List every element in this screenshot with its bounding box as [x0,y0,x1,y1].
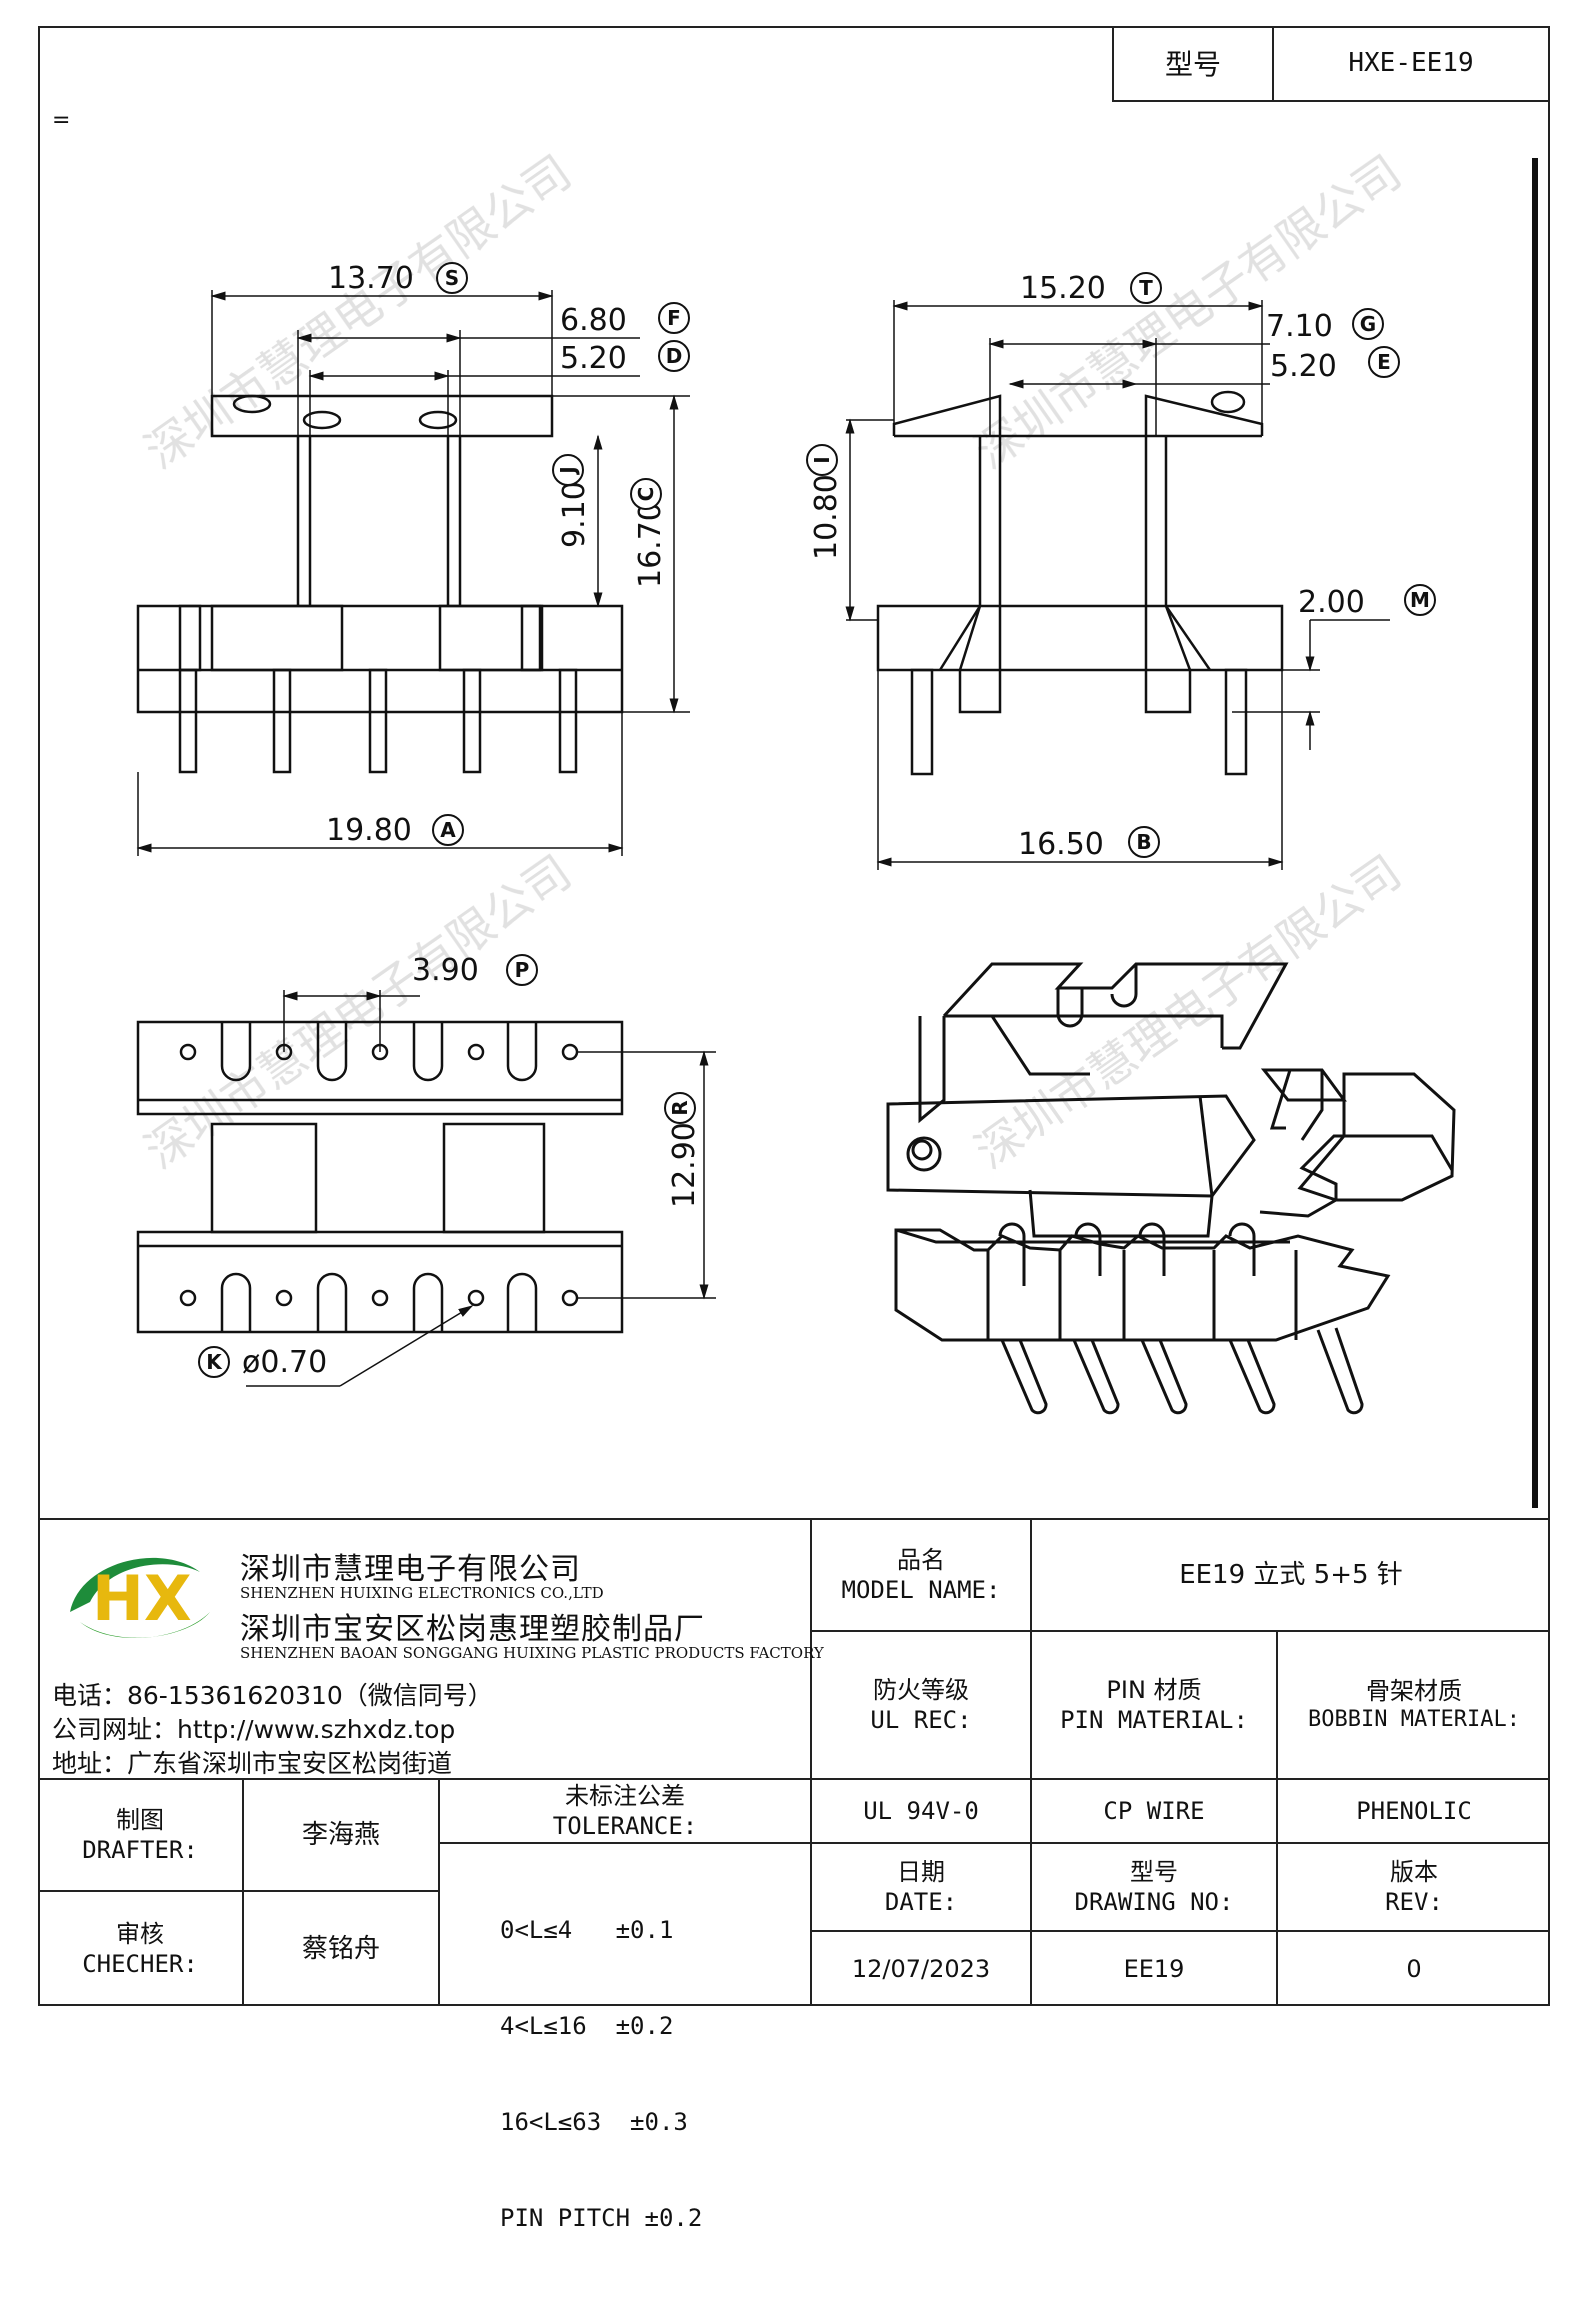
dim-D-value: 5.20 [560,341,627,376]
dim-J-value: 9.10 [557,481,592,548]
bobbin-header: 骨架材质 BOBBIN MATERIAL: [1278,1632,1550,1778]
model-label: 型号 [1114,26,1274,100]
drafter-en: DRAFTER: [82,1836,198,1864]
checker-name: 蔡铭舟 [301,1933,380,1964]
drawing-no-en: DRAWING NO: [1074,1888,1234,1916]
drafter-header: 制图 DRAFTER: [38,1780,242,1890]
date-cn: 日期 [897,1858,945,1886]
pin-header: PIN 材质 PIN MATERIAL: [1032,1632,1276,1778]
dim-B-value: 16.50 [1018,827,1104,862]
checker-cn: 审核 [116,1920,164,1948]
dim-E-value: 5.20 [1270,349,1337,384]
corner-mark: = [52,108,71,133]
watermark-3: 深圳市慧理电子有限公司 [135,845,580,1179]
model-name-header: 品名 MODEL NAME: [812,1520,1030,1630]
technical-drawing: 深圳市慧理电子有限公司 深圳市慧理电子有限公司 深圳市慧理电子有限公司 深圳市慧… [135,145,1456,1415]
company-name-cn: 深圳市慧理电子有限公司 [240,1552,581,1587]
dim-S-letter: S [445,266,459,290]
dim-F-value: 6.80 [560,303,627,338]
bobbin-value: PHENOLIC [1356,1797,1472,1825]
rev-en: REV: [1385,1888,1443,1916]
rev-cn: 版本 [1390,1858,1438,1886]
date-value: 12/07/2023 [851,1955,991,1983]
margin-line [1532,158,1538,1508]
company-name-en: SHENZHEN HUIXING ELECTRONICS CO.,LTD [240,1584,604,1602]
ul-header: 防火等级 UL REC: [812,1632,1030,1778]
tolerance-cn: 未标注公差 [565,1782,685,1810]
tolerance-en: TOLERANCE: [552,1812,698,1840]
dim-G-value: 7.10 [1266,309,1333,344]
drawing-no-cn: 型号 [1130,1858,1178,1886]
phone: 电话：86-15361620310（微信同号） [52,1681,493,1710]
drawing-frame [38,26,1550,2006]
dim-T-value: 15.20 [1020,271,1106,306]
rev-header: 版本 REV: [1278,1844,1550,1930]
dim-I-letter: I [810,456,834,463]
website: 公司网址：http://www.szhxdz.top [52,1715,456,1744]
front-view [136,394,624,774]
model-value: HXE-EE19 [1348,48,1474,78]
tolerance-list: 0<L≤4 ±0.1 4<L≤16 ±0.2 16<L≤63 ±0.3 PIN … [500,1850,702,2298]
factory-name-en: SHENZHEN BAOAN SONGGANG HUIXING PLASTIC … [240,1644,824,1662]
dim-C-value: 16.70 [633,502,668,588]
dim-E-letter: E [1377,350,1391,374]
ul-en: UL REC: [870,1706,972,1734]
drafter-cn: 制图 [116,1806,164,1834]
top-view [136,1020,624,1334]
dim-R-letter: R [668,1100,692,1115]
dim-S-value: 13.70 [328,261,414,296]
dim-A-letter: A [440,818,456,842]
logo-letters: HX [92,1562,192,1635]
ul-cn: 防火等级 [873,1676,969,1704]
dim-K-value: ø0.70 [242,1345,327,1380]
dim-B-letter: B [1136,830,1151,854]
dim-R-value: 12.90 [667,1122,702,1208]
ul-value: UL 94V-0 [863,1797,979,1825]
address: 地址：广东省深圳市宝安区松岗街道 [52,1749,453,1778]
bobbin-cn: 骨架材质 [1366,1677,1462,1706]
checker-header: 审核 CHECHER: [38,1892,242,2006]
pin-en: PIN MATERIAL: [1060,1706,1248,1734]
dim-T-letter: T [1139,276,1153,300]
factory-name-cn: 深圳市宝安区松岗惠理塑胶制品厂 [240,1612,705,1647]
dim-A-value: 19.80 [326,813,412,848]
model-box: 型号 HXE-EE19 [1112,26,1550,102]
checker-en: CHECHER: [82,1950,198,1978]
bobbin-en: BOBBIN MATERIAL: [1308,1707,1520,1733]
date-header: 日期 DATE: [812,1844,1030,1930]
dim-M-value: 2.00 [1298,585,1365,620]
title-block: HX 深圳市慧理电子有限公司 SHENZHEN HUIXING ELECTRON… [38,1518,1550,2232]
dim-J-letter: J [556,466,580,475]
model-name-value: EE19 立式 5+5 针 [1179,1559,1403,1590]
tolerance-row: 0<L≤4 ±0.1 [500,1916,674,1944]
pin-cn: PIN 材质 [1106,1676,1202,1704]
tolerance-row: 4<L≤16 ±0.2 [500,2012,674,2040]
date-en: DATE: [884,1888,958,1916]
drawing-no-value: EE19 [1123,1955,1185,1983]
drafter-name: 李海燕 [301,1819,380,1850]
dim-G-letter: G [1360,312,1376,336]
dim-F-letter: F [667,306,681,330]
tolerance-header: 未标注公差 TOLERANCE: [440,1780,810,1842]
model-name-cn: 品名 [897,1546,945,1574]
tolerance-row: 16<L≤63 ±0.3 [500,2108,688,2136]
dim-D-letter: D [666,344,683,368]
dim-P-value: 3.90 [412,953,479,988]
tolerance-row: PIN PITCH ±0.2 [500,2204,703,2232]
dim-K-letter: K [206,1350,223,1374]
company-logo: HX [70,1557,210,1639]
isometric-view [886,962,1456,1415]
dim-I-value: 10.80 [809,474,844,560]
dim-M-letter: M [1410,588,1430,612]
watermark-1: 深圳市慧理电子有限公司 [135,145,580,479]
dim-C-letter: C [634,487,658,502]
drawing-no-header: 型号 DRAWING NO: [1032,1844,1276,1930]
watermark-2: 深圳市慧理电子有限公司 [965,145,1410,479]
side-view [876,390,1284,776]
rev-value: 0 [1406,1955,1422,1983]
dim-P-letter: P [515,958,530,982]
model-name-en: MODEL NAME: [841,1576,1001,1604]
pin-value: CP WIRE [1103,1797,1205,1825]
